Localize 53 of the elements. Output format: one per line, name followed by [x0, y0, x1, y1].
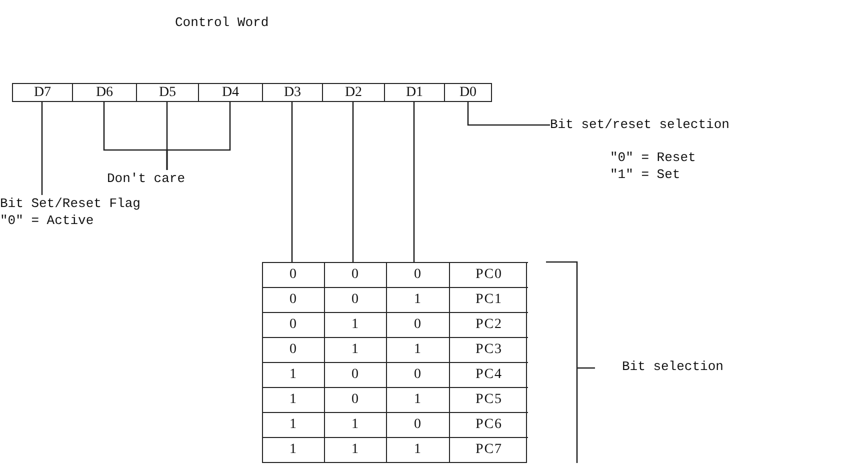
table-cell: 1 — [387, 437, 450, 462]
table-cell: 0 — [325, 262, 387, 287]
table-cell: PC2 — [450, 312, 528, 337]
table-cell: 0 — [387, 412, 450, 437]
table-cell: PC5 — [450, 387, 528, 412]
bit-cell: D4 — [198, 83, 262, 102]
bit-cell: D0 — [444, 83, 492, 102]
table-cell: 1 — [325, 437, 387, 462]
connector-line — [413, 102, 415, 262]
bit-cell: D7 — [12, 83, 72, 102]
connector-line — [41, 102, 43, 195]
connector-line — [467, 102, 550, 126]
bit-cell: D2 — [322, 83, 384, 102]
table-cell: 1 — [325, 337, 387, 362]
table-cell: 0 — [387, 262, 450, 287]
table-cell: 1 — [325, 412, 387, 437]
table-cell: 1 — [387, 337, 450, 362]
table-cell: 0 — [263, 287, 325, 312]
table-cell: PC3 — [450, 337, 528, 362]
bracket-label: Bit selection — [622, 358, 724, 375]
table-cell: PC0 — [450, 262, 528, 287]
table-cell: 0 — [325, 387, 387, 412]
annotation-heading: Don't care — [107, 170, 186, 187]
table-cell: 1 — [387, 387, 450, 412]
table-cell: 0 — [263, 312, 325, 337]
table-cell: 0 — [325, 287, 387, 312]
table-cell: 1 — [325, 312, 387, 337]
bit-cell: D1 — [384, 83, 444, 102]
table-cell: 1 — [263, 387, 325, 412]
table-cell: PC7 — [450, 437, 528, 462]
table-cell: 1 — [387, 287, 450, 312]
connector-line — [352, 102, 354, 262]
table-cell: 0 — [325, 362, 387, 387]
diagram-title: Control Word — [175, 14, 269, 31]
bit-cell: D3 — [262, 83, 322, 102]
table-cell: 0 — [387, 312, 450, 337]
annotation-heading: Bit Set/Reset Flag — [0, 195, 142, 212]
table-cell: 0 — [263, 337, 325, 362]
connector-line — [291, 102, 293, 262]
table-cell: 1 — [263, 412, 325, 437]
bit-cell: D6 — [72, 83, 136, 102]
table-cell: 0 — [387, 362, 450, 387]
table-cell: PC6 — [450, 412, 528, 437]
table-cell: PC4 — [450, 362, 528, 387]
table-cell: PC1 — [450, 287, 528, 312]
table-cell: 1 — [263, 437, 325, 462]
connector-line — [166, 102, 231, 170]
table-cell: 0 — [263, 262, 325, 287]
annotation-text: "0" = Active — [0, 212, 95, 229]
annotation-text: "0" = Reset "1" = Set — [610, 149, 697, 183]
table-cell: 1 — [263, 362, 325, 387]
bit-cell: D5 — [136, 83, 198, 102]
annotation-heading: Bit set/reset selection — [550, 116, 730, 133]
